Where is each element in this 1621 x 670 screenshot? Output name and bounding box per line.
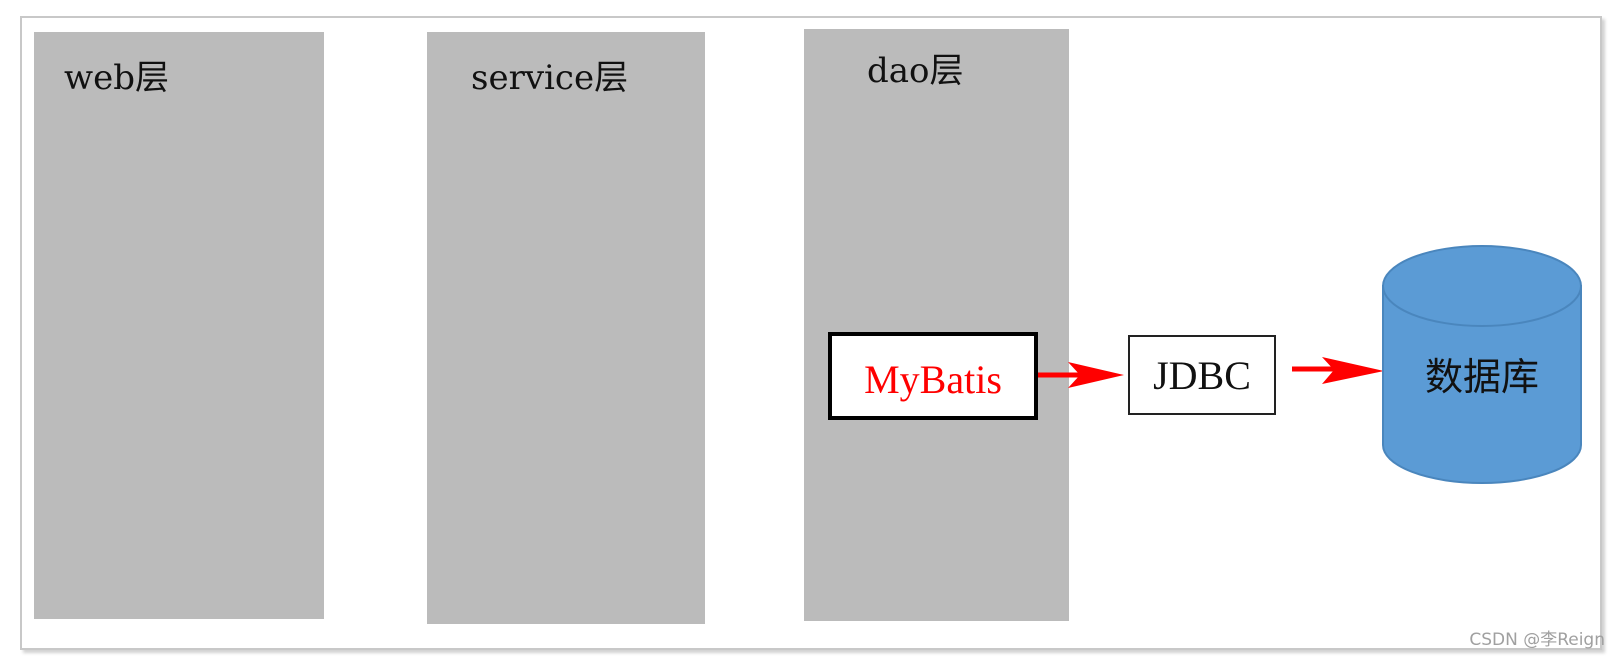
database-cylinder-icon (1382, 245, 1582, 484)
dao-layer: dao层 (804, 29, 1069, 621)
web-layer: web层 (34, 32, 324, 619)
arrow-mybatis-to-jdbc (1036, 362, 1124, 388)
web-layer-label: web层 (64, 58, 169, 98)
service-layer: service层 (427, 32, 705, 624)
database-label: 数据库 (1424, 355, 1539, 399)
jdbc-label: JDBC (1153, 352, 1251, 398)
arrow-jdbc-to-database (1292, 357, 1384, 384)
dao-layer-label: dao层 (867, 51, 964, 91)
watermark-text: CSDN @李Reign (1469, 630, 1605, 650)
mybatis-label: MyBatis (864, 356, 1002, 402)
service-layer-label: service层 (471, 58, 629, 98)
jdbc-box: JDBC (1128, 335, 1276, 415)
mybatis-box: MyBatis (828, 332, 1038, 420)
